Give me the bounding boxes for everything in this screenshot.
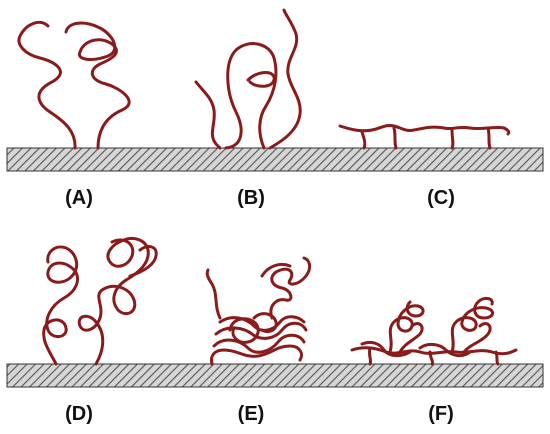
chain-e-tail3 — [260, 262, 292, 278]
chain-f-coil3 — [450, 296, 494, 354]
chain-f-tail1 — [367, 346, 373, 366]
panel-e-chains — [205, 256, 312, 366]
chain-f-coil1 — [388, 300, 425, 354]
chain-f-tail3 — [494, 350, 500, 366]
chain-e-tail1 — [205, 268, 222, 320]
chain-c-tail4 — [486, 126, 492, 150]
chain-d2 — [77, 236, 150, 366]
panel-label-f: (F) — [428, 403, 454, 425]
panel-f-chains — [350, 296, 518, 366]
panel-d-chains — [42, 236, 158, 366]
panel-label-a: (A) — [65, 187, 93, 209]
surface-bottom — [6, 363, 544, 388]
panel-c-chains — [338, 124, 511, 150]
panel-label-c: (C) — [427, 187, 455, 209]
chain-c-tail3 — [450, 128, 455, 150]
panel-label-b: (B) — [237, 187, 265, 209]
panel-b-chains — [194, 8, 302, 150]
chain-b4 — [268, 8, 302, 150]
chain-f-coil4 — [462, 322, 492, 354]
chain-d3 — [128, 245, 158, 278]
chain-f1 — [350, 346, 518, 356]
chain-a1 — [17, 20, 77, 150]
chain-e2 — [212, 333, 306, 354]
panel-label-d: (D) — [65, 403, 93, 425]
panel-a-chains — [17, 20, 131, 150]
chain-c1 — [338, 124, 511, 136]
surface-top — [6, 147, 544, 172]
chain-e4 — [218, 315, 306, 332]
chain-b3 — [246, 71, 276, 88]
chain-c-tail1 — [360, 130, 367, 150]
chain-f-tail2 — [428, 350, 435, 366]
panel-label-e: (E) — [238, 403, 265, 425]
chain-b1 — [194, 80, 222, 150]
chain-d1 — [42, 245, 80, 366]
chain-f3 — [418, 342, 472, 358]
chain-c-tail2 — [392, 126, 398, 150]
chain-e1 — [210, 344, 304, 366]
chain-e5 — [228, 317, 260, 344]
chain-f2 — [360, 340, 412, 358]
chain-a2 — [64, 21, 131, 150]
chain-e6 — [252, 312, 278, 334]
chain-e-tail2 — [269, 256, 312, 320]
chain-f-coil2 — [398, 322, 424, 354]
chain-b2 — [224, 42, 278, 150]
